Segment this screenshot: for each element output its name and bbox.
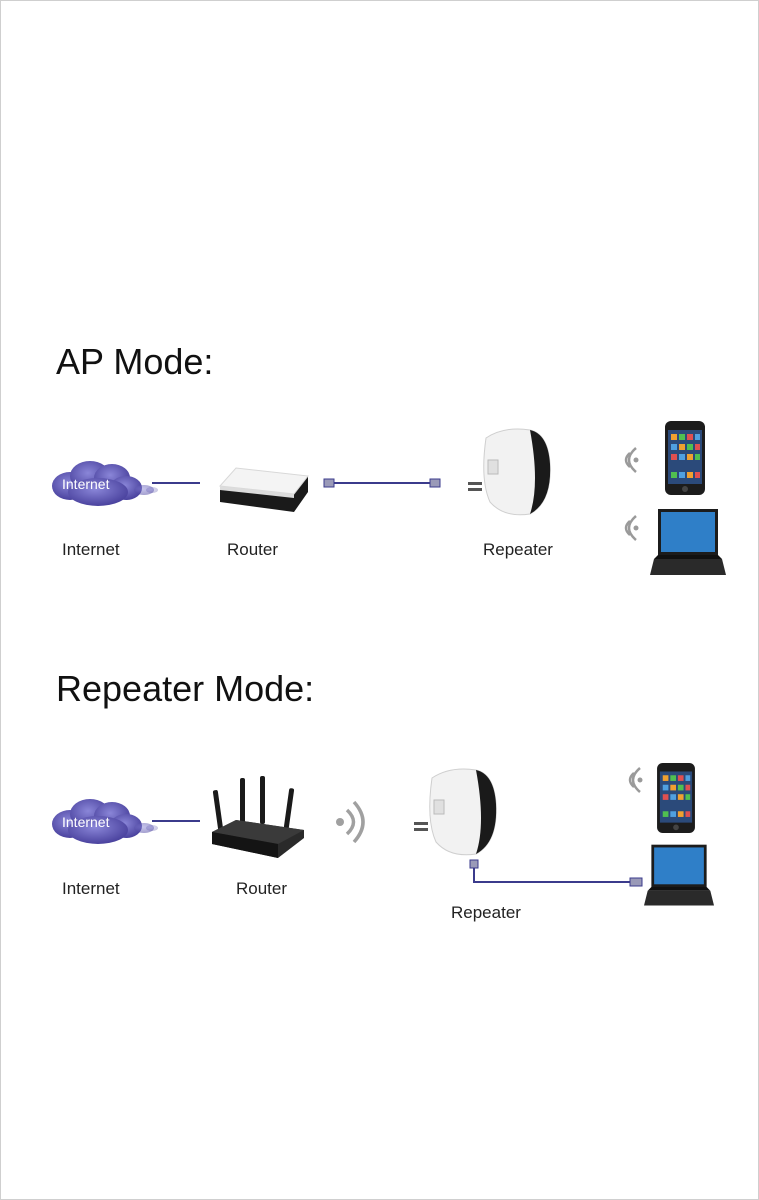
repeater-icon [414, 768, 497, 856]
router-icon [218, 467, 309, 512]
laptop-icon [650, 509, 726, 575]
repeater-mode-heading: Repeater Mode: [56, 668, 315, 709]
ethernet-cable-icon [469, 859, 643, 887]
repeater-label: Repeater [483, 540, 553, 559]
repeater-label: Repeater [451, 903, 521, 922]
wireless-router-icon [212, 776, 304, 858]
cloud-text: Internet [62, 476, 110, 492]
connection-line [152, 482, 200, 484]
wifi-signal-icon [336, 800, 365, 844]
wifi-signal-icon [624, 447, 639, 473]
cloud-icon: Internet [52, 461, 158, 506]
repeater-icon [468, 428, 551, 516]
laptop-icon [644, 844, 714, 906]
smartphone-icon [665, 421, 705, 495]
ethernet-cable-icon [323, 478, 441, 488]
cloud-icon: Internet [52, 799, 158, 844]
internet-label: Internet [62, 540, 120, 559]
cloud-text: Internet [62, 814, 110, 830]
ap-mode-heading: AP Mode: [56, 341, 214, 382]
wifi-signal-icon [628, 767, 643, 793]
internet-label: Internet [62, 879, 120, 898]
smartphone-icon [657, 762, 695, 834]
connection-line [152, 820, 200, 822]
router-label: Router [236, 879, 288, 898]
wifi-signal-icon [624, 515, 639, 541]
router-label: Router [227, 540, 279, 559]
